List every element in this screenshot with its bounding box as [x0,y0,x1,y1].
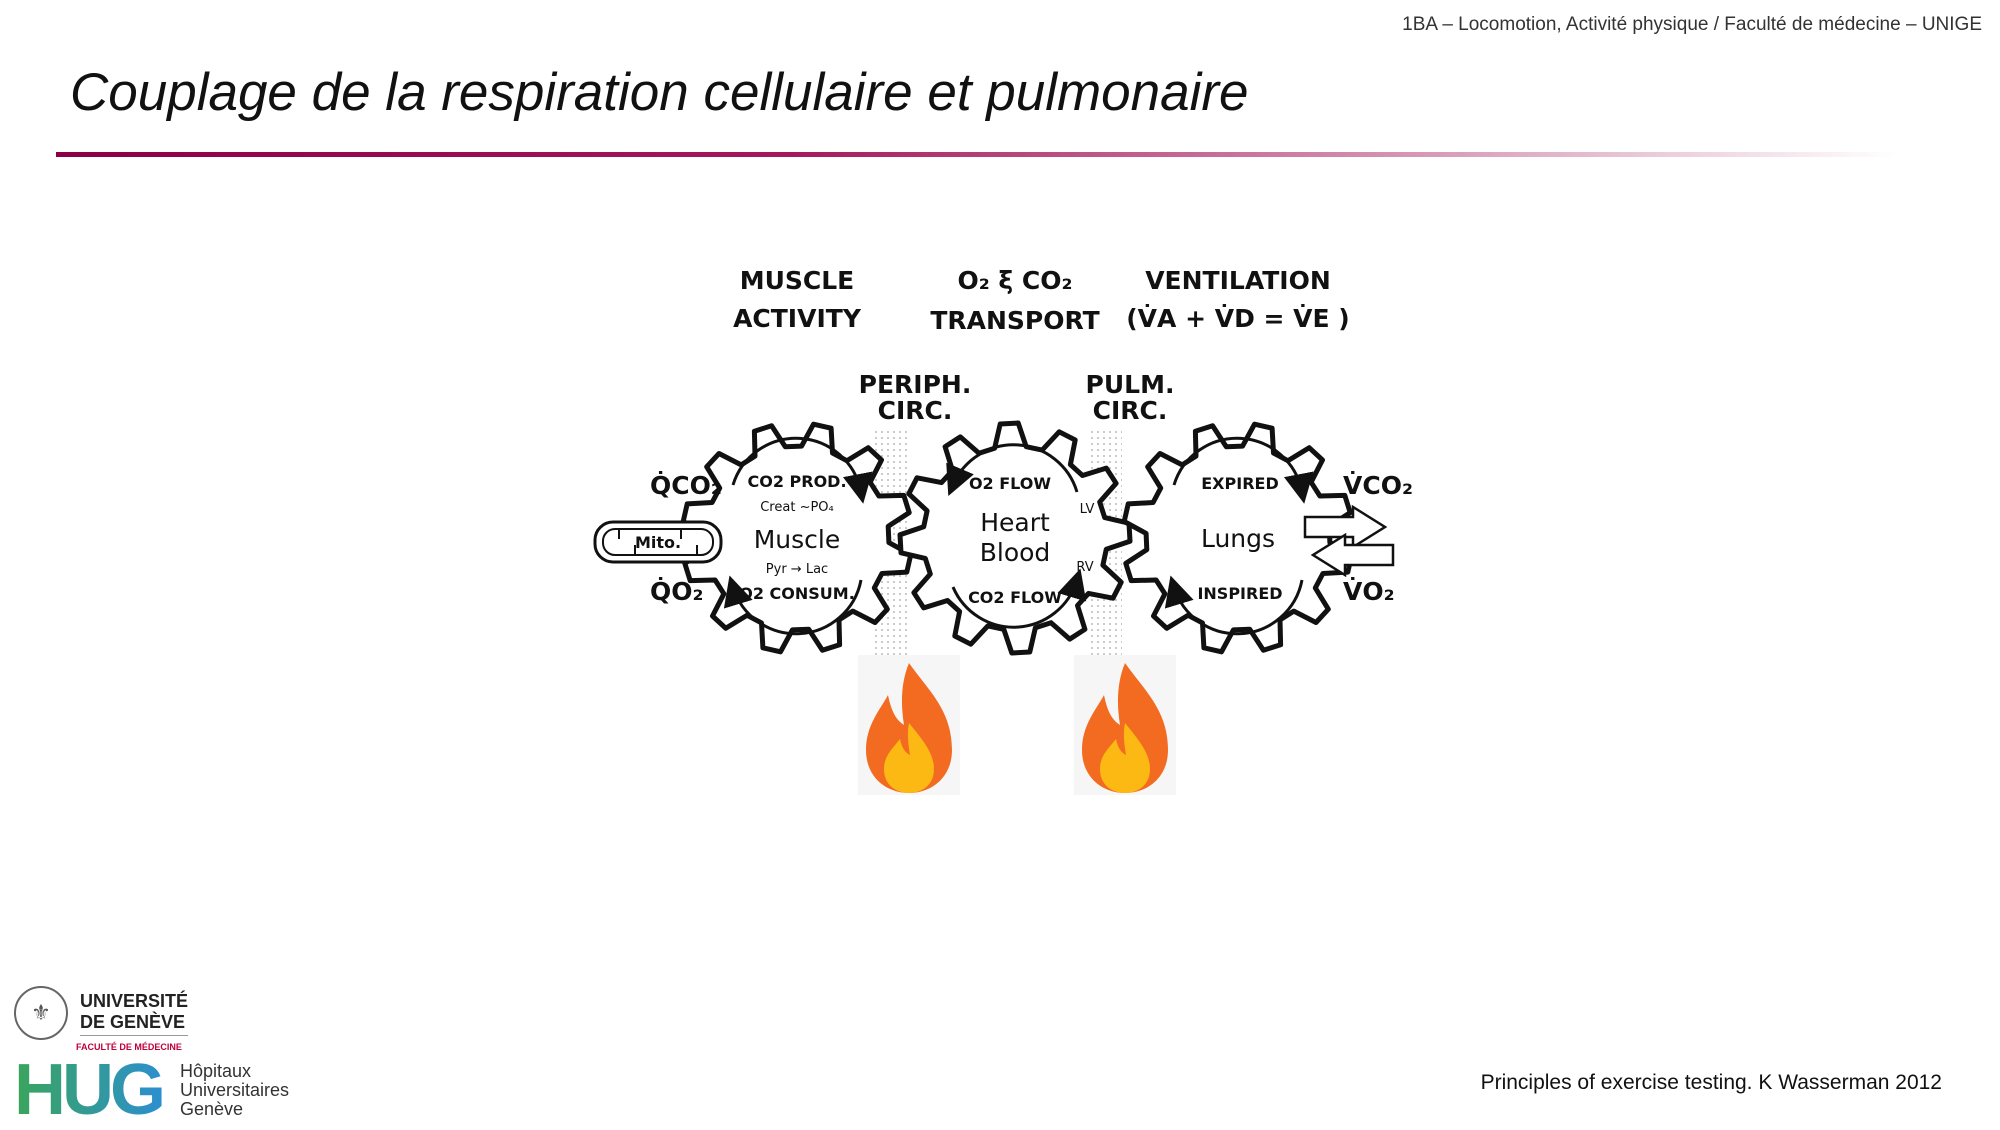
label-pulm-circ: PULM. [1086,370,1175,399]
heart-o2-flow-label: O2 FLOW [969,474,1051,493]
muscle-creat-label: Creat ~PO₄ [760,500,834,515]
qo2-label: Q̇O₂ [650,577,703,606]
muscle-gear-label: Muscle [754,525,841,554]
label-periph-circ: CIRC. [878,396,953,425]
heart-gear-label: Heart [980,508,1050,537]
heading-ventilation: VENTILATION [1145,266,1331,295]
lungs-expired-label: EXPIRED [1201,474,1278,493]
vco2-label: V̇CO₂ [1343,471,1413,500]
heart-co2-flow-label: CO2 FLOW [968,588,1062,607]
mitochondrion-icon [593,520,723,564]
muscle-pyr-lac-label: Pyr → Lac [766,562,828,577]
hug-name: Genève [180,1098,244,1119]
heading-transport: TRANSPORT [930,306,1099,335]
heart-rv-label: RV [1076,560,1093,575]
flame-icon [858,655,960,795]
unige-name: UNIVERSITÉ [80,990,189,1011]
lungs-bottom-arrow [1164,575,1304,636]
heart-bottom-arrow [951,568,1087,629]
muscle-bottom-arrow [723,575,863,636]
course-header: 1BA – Locomotion, Activité physique / Fa… [1402,14,1982,35]
slide-title: Couplage de la respiration cellulaire et… [70,63,1249,122]
lungs-top-arrow [1172,436,1314,504]
muscle-co2-prod-label: CO2 PROD. [747,472,846,491]
source-citation: Principles of exercise testing. K Wasser… [1480,1071,1942,1094]
heart-top-arrow [946,443,1079,497]
muscle-top-arrow [731,436,873,504]
university-seal-icon: ⚜ [14,986,68,1040]
lungs-inspired-label: INSPIRED [1197,584,1282,603]
title-divider [56,152,1896,157]
faculty-name: FACULTÉ DE MÉDECINE [76,1042,182,1052]
heading-muscle-activity: MUSCLE [740,266,855,295]
label-pulm-circ: CIRC. [1093,396,1168,425]
vo2-label: V̇O₂ [1343,577,1395,606]
hug-logo: HUG Hôpitaux Universitaires Genève [14,1054,289,1126]
unige-logo: ⚜ UNIVERSITÉ DE GENÈVE [14,986,289,1040]
heart-lv-label: LV [1080,502,1095,517]
gear-coupling-diagram: MUSCLE ACTIVITY O₂ ξ CO₂ TRANSPORT VENTI… [593,266,1413,795]
unige-name: DE GENÈVE [80,1011,186,1032]
lungs-gear-label: Lungs [1201,524,1275,553]
mito-label: Mito. [635,533,681,552]
flame-icon [1074,655,1176,795]
muscle-o2-consum-label: O2 CONSUM. [739,584,855,603]
hug-name: Hôpitaux [180,1060,252,1081]
blood-gear-label: Blood [980,538,1051,567]
heading-ventilation: (V̇A + V̇D = V̇E ) [1126,304,1350,333]
inhale-arrow-icon [1310,532,1395,578]
institution-logos: ⚜ UNIVERSITÉ DE GENÈVE FACULTÉ DE MÉDECI… [14,986,289,1126]
hug-name: Universitaires [180,1079,290,1100]
qco2-label: Q̇CO₂ [650,471,722,500]
heading-muscle-activity: ACTIVITY [733,304,862,333]
label-periph-circ: PERIPH. [859,370,972,399]
hug-mark: HUG [14,1050,166,1130]
heading-transport: O₂ ξ CO₂ [958,266,1073,295]
exhale-arrow-icon [1303,504,1388,550]
